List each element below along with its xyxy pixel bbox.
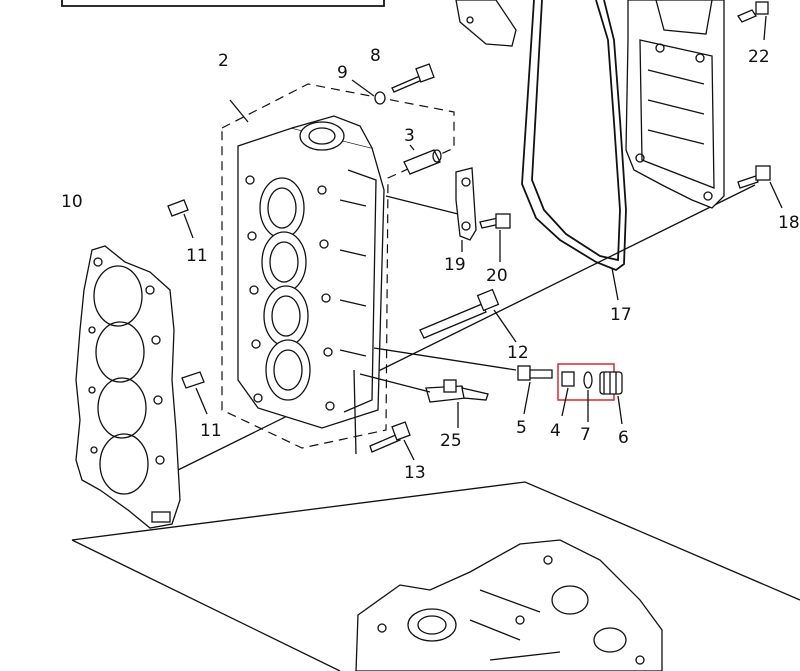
- bolt-8: [391, 63, 435, 93]
- callout-22: 22: [748, 47, 770, 67]
- callout-8: 8: [370, 46, 381, 66]
- dowel-pin-lower: [181, 371, 208, 415]
- assembly-boundary-line: [177, 184, 756, 471]
- bolt-22: [737, 1, 769, 41]
- cylinder-head: [237, 115, 385, 455]
- callout-12: 12: [507, 343, 529, 363]
- cylinder-head-dashed-outline: [221, 83, 455, 449]
- plug-4: [561, 371, 575, 417]
- callout-4: 4: [550, 421, 561, 441]
- lower-region-boundary: [71, 481, 800, 671]
- callout-18: 18: [778, 213, 800, 233]
- crankcase-lower: [355, 539, 663, 671]
- dowel-pin-upper: [167, 199, 194, 239]
- bolt-20: [479, 213, 511, 262]
- callout-3: 3: [404, 126, 415, 146]
- top-bracket: [455, 0, 517, 47]
- callout-10: 10: [61, 192, 83, 212]
- callout-6: 6: [618, 428, 629, 448]
- bolt-5: [373, 347, 553, 415]
- callout-7: 7: [580, 425, 591, 445]
- frame-box-fragment: [61, 0, 385, 7]
- bracket-19: [385, 167, 477, 252]
- bolt-18: [737, 165, 783, 209]
- sleeve: [403, 144, 442, 175]
- bolt-13: [369, 421, 415, 461]
- callout-13: 13: [404, 463, 426, 483]
- cap-6: [599, 371, 623, 425]
- sensor-25: [359, 373, 489, 428]
- callout-17: 17: [610, 305, 632, 325]
- callout-11-lower: 11: [200, 421, 222, 441]
- callout-20: 20: [486, 266, 508, 286]
- bolt-12: [419, 288, 517, 343]
- head-gasket: [75, 245, 181, 529]
- callout-9: 9: [337, 63, 348, 83]
- callout-19: 19: [444, 255, 466, 275]
- washer-9: [351, 79, 386, 105]
- callout-2: 2: [218, 51, 229, 71]
- o-ring-7: [583, 371, 593, 422]
- cylinder-cover: [625, 0, 725, 209]
- callout-5: 5: [516, 418, 527, 438]
- callout-25: 25: [440, 431, 462, 451]
- cover-gasket-17: [521, 0, 627, 272]
- callout-11-upper: 11: [186, 246, 208, 266]
